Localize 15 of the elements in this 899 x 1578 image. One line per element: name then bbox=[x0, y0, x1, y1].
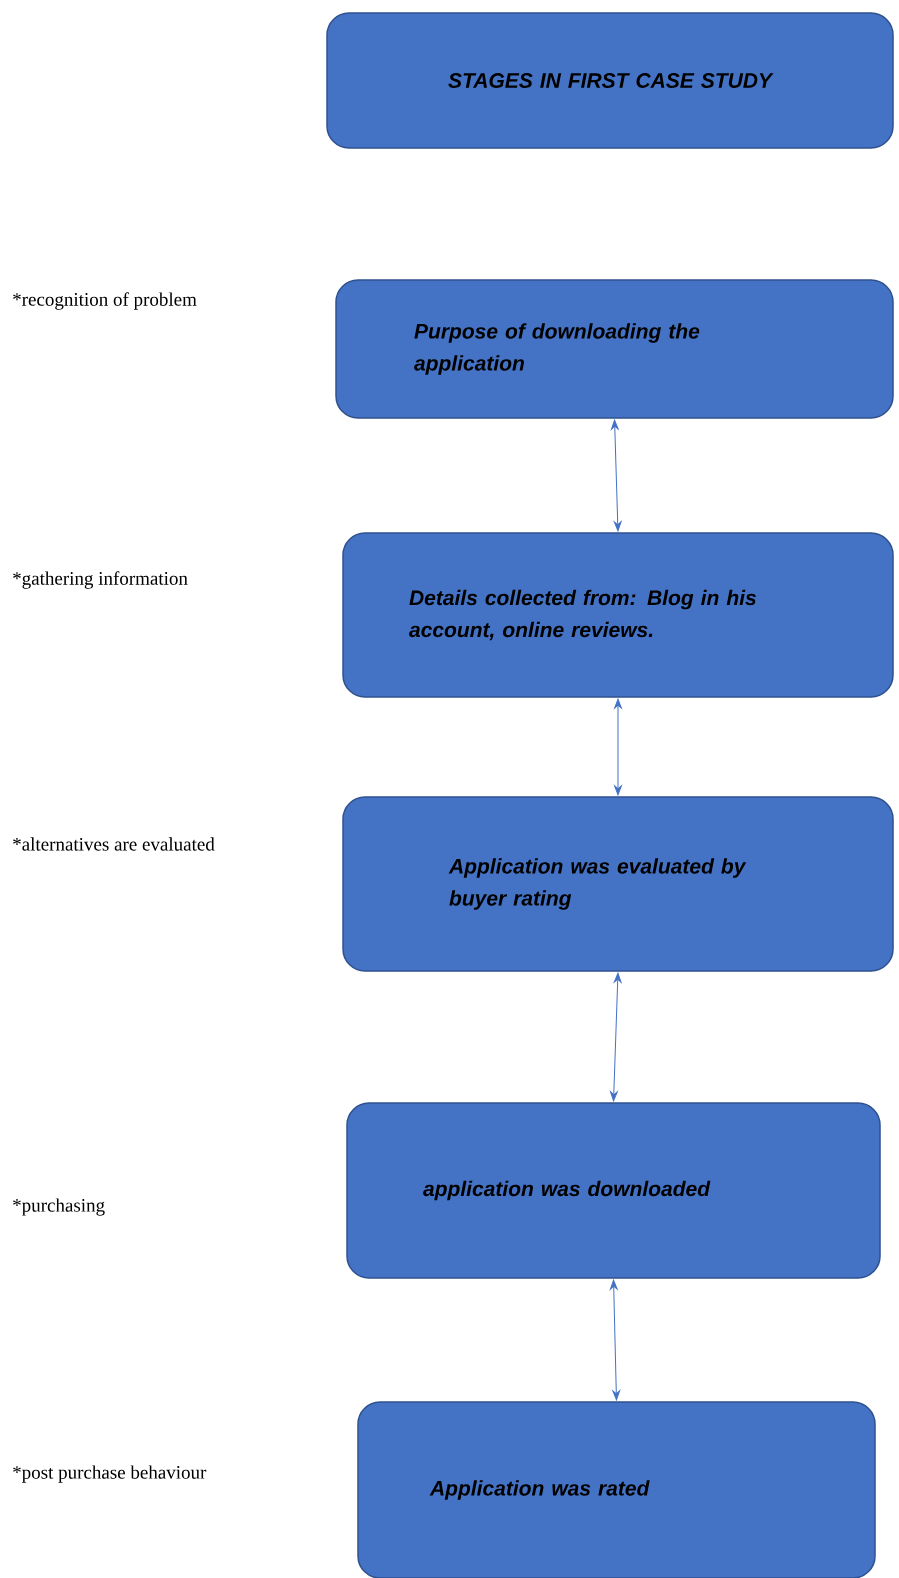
process-box: Application was rated bbox=[357, 1401, 876, 1578]
arrow bbox=[610, 972, 622, 1102]
stage-label: *gathering information bbox=[13, 571, 188, 589]
arrow bbox=[610, 419, 622, 532]
process-box: Application was evaluated by buyer rating bbox=[342, 796, 894, 972]
arrow bbox=[609, 1279, 621, 1401]
title-box: STAGES IN FIRST CASE STUDY bbox=[326, 12, 894, 149]
process-box: application was downloaded bbox=[346, 1102, 881, 1279]
process-box: Purpose of downloading the application bbox=[335, 279, 894, 419]
process-box: Details collected from: Blog in his account, online reviews. bbox=[342, 532, 894, 698]
arrow bbox=[614, 698, 622, 796]
stage-label: *post purchase behaviour bbox=[13, 1465, 207, 1483]
stage-label: *recognition of problem bbox=[13, 292, 197, 310]
stage-label: *alternatives are evaluated bbox=[13, 837, 215, 851]
stage-label: *purchasing bbox=[13, 1198, 105, 1216]
